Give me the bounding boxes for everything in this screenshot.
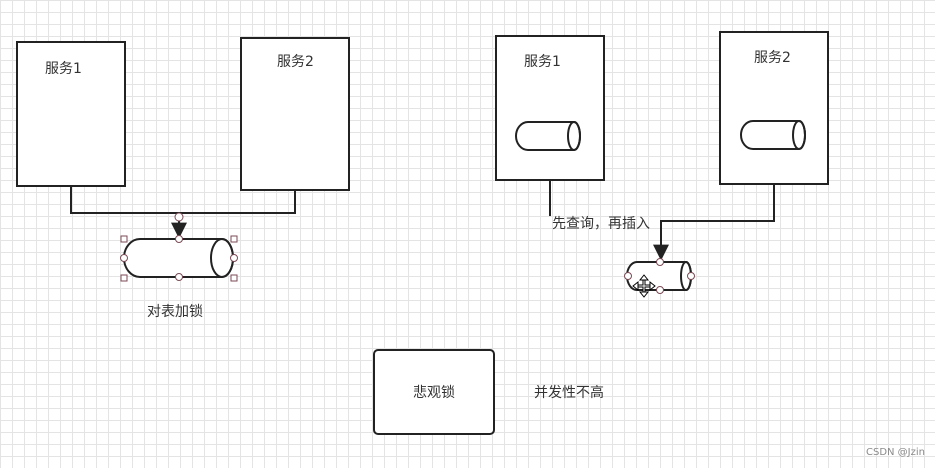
right-service1-label: 服务1 [524, 54, 561, 70]
right-service2-database-icon[interactable] [740, 120, 806, 150]
watermark: CSDN @Jzin [865, 447, 925, 458]
left-service2-label: 服务2 [277, 54, 314, 70]
right-service2-box[interactable] [719, 31, 829, 185]
right-service1-database-icon[interactable] [515, 121, 581, 151]
left-connector-line[interactable] [70, 186, 296, 214]
left-service1-box[interactable] [16, 41, 126, 187]
right-selection-handles[interactable] [624, 258, 695, 294]
concurrency-note: 并发性不高 [534, 384, 604, 401]
left-caption: 对表加锁 [147, 304, 203, 320]
right-service2-connector[interactable] [653, 184, 775, 261]
left-database-icon[interactable] [123, 238, 234, 278]
left-selection-handles[interactable] [120, 212, 238, 282]
right-edge-label: 先查询，再插入 [552, 216, 650, 232]
left-service1-label: 服务1 [45, 61, 82, 77]
pessimistic-lock-label: 悲观锁 [413, 384, 455, 401]
left-service2-box[interactable] [240, 37, 350, 191]
pessimistic-lock-box[interactable] [373, 349, 495, 435]
move-cursor-icon [632, 274, 656, 298]
right-service2-label: 服务2 [754, 50, 791, 66]
